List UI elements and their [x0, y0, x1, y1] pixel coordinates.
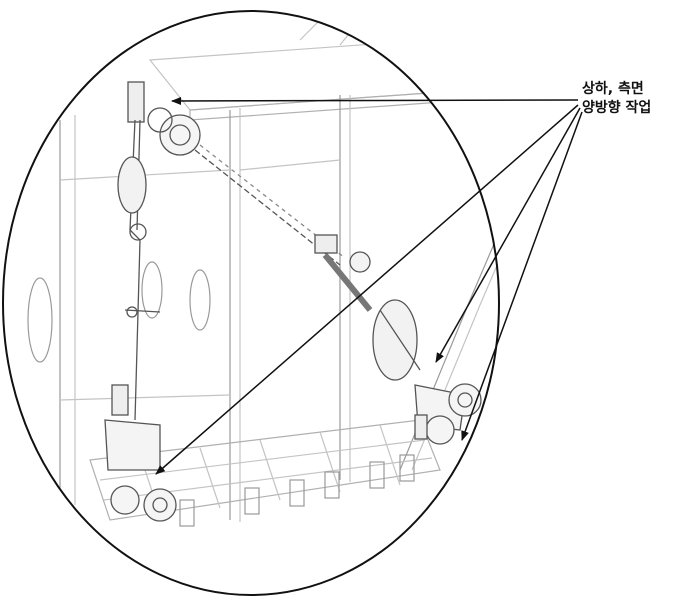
callout-line-1: 상하, 측면: [582, 81, 644, 97]
manipulator-sketch: [104, 81, 482, 522]
arrow-to-bottom-unit: [155, 104, 579, 475]
arrow-to-right-lower-unit: [461, 111, 583, 441]
callout-line-2: 양방향 작업: [582, 100, 652, 116]
callout-label: 상하, 측면 양방향 작업: [582, 80, 687, 118]
magnified-view-outline: [2, 10, 500, 596]
vessel-structure-sketch: [27, 14, 499, 527]
arrow-to-top-unit: [171, 96, 579, 105]
callout-arrows: [155, 96, 583, 475]
arrow-to-right-unit: [435, 107, 581, 363]
